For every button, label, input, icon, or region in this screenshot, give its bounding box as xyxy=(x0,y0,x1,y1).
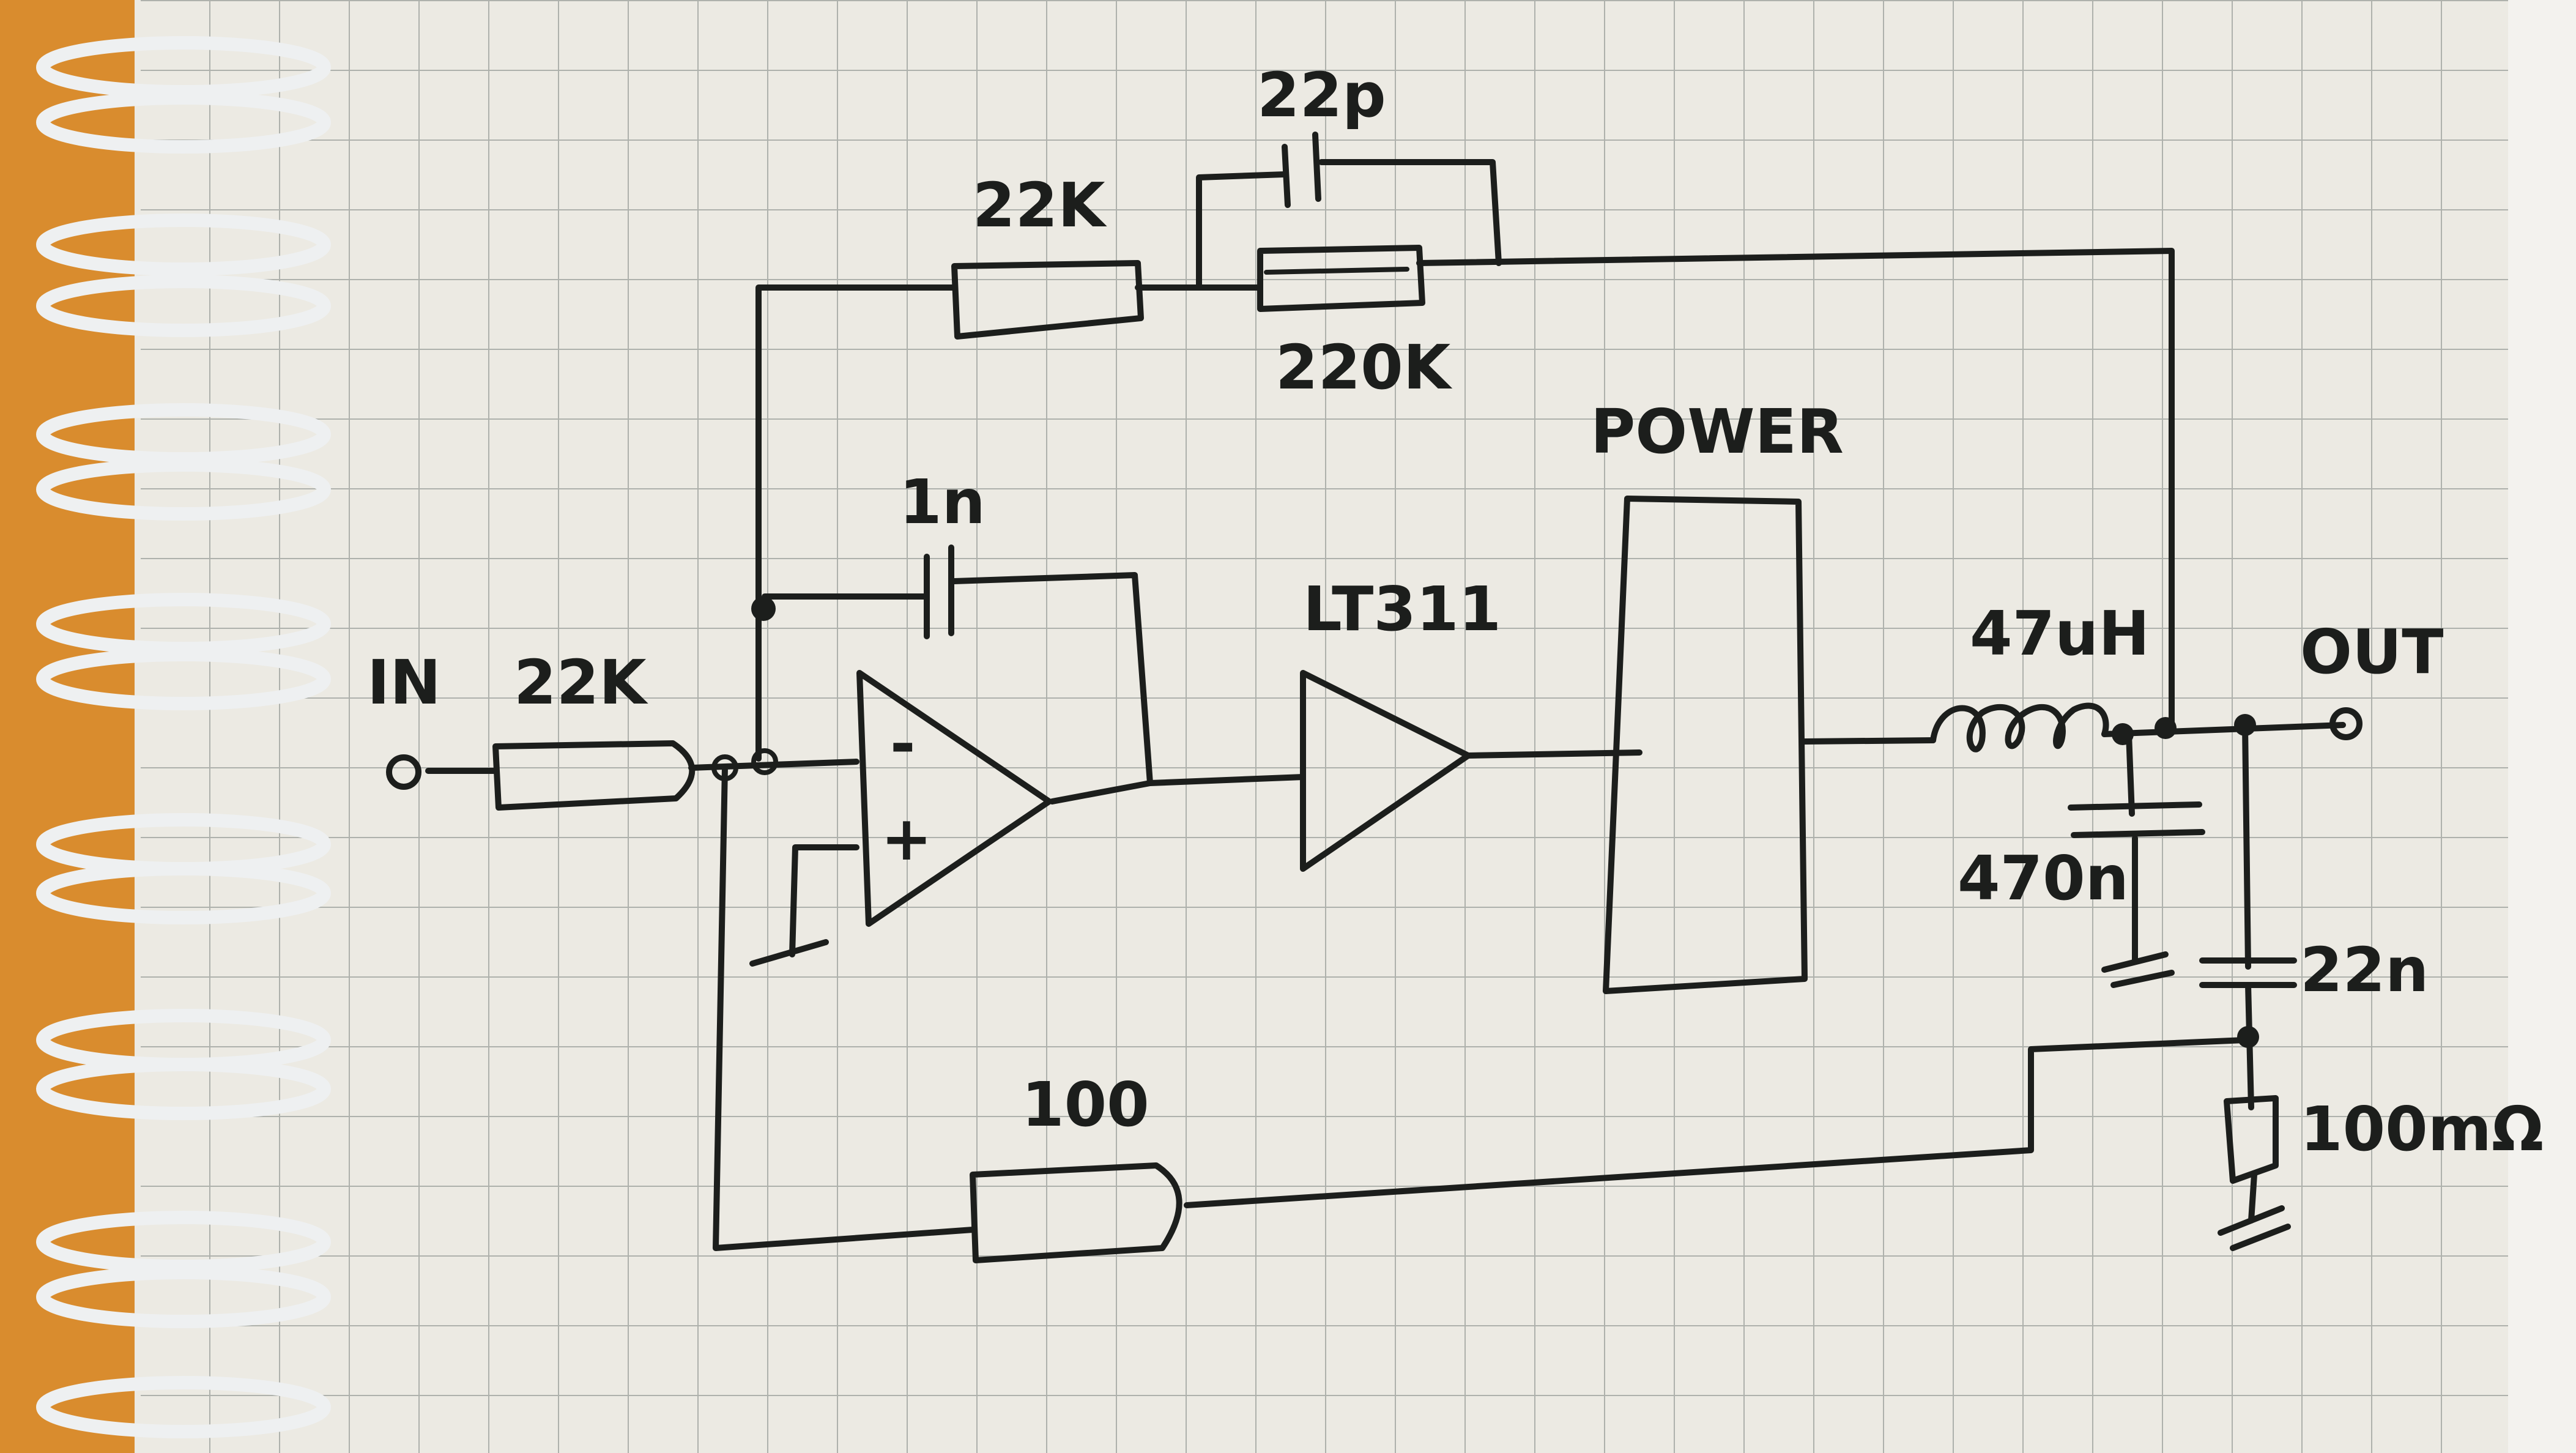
opamp-plus-sign: + xyxy=(881,803,932,874)
label-47uh: 47uH xyxy=(1970,598,2150,669)
label-220k: 220K xyxy=(1275,332,1453,403)
wire-1n-right xyxy=(951,572,1153,786)
wire-470n xyxy=(2126,731,2138,964)
label-22p: 22p xyxy=(1257,59,1386,131)
opamp-triangle xyxy=(856,670,1052,927)
towel-background xyxy=(2508,0,2576,1453)
capacitor-470n xyxy=(2068,801,2205,838)
wire-bottom-right xyxy=(1184,1037,2248,1208)
label-lt311: LT311 xyxy=(1303,573,1501,645)
resistor-100m xyxy=(2224,1095,2279,1184)
wire-power-out xyxy=(1802,737,1936,745)
desk-background xyxy=(0,0,159,1453)
resistor-100 xyxy=(970,1162,1182,1263)
comparator-triangle xyxy=(1300,670,1471,872)
label-out: OUT xyxy=(2300,616,2443,688)
wire-22p-right xyxy=(1318,159,1502,266)
wire-bottom-left xyxy=(713,765,976,1251)
resistor-220k-inner xyxy=(1264,267,1409,275)
label-100m: 100mΩ xyxy=(2300,1093,2544,1165)
spiral-binding xyxy=(36,36,331,1438)
junction-node xyxy=(2234,714,2256,736)
resistor-22k-input xyxy=(492,740,696,811)
junction-node xyxy=(751,596,776,621)
capacitor-1n xyxy=(924,544,954,639)
junction-node xyxy=(2112,723,2134,745)
label-power: POWER xyxy=(1591,396,1844,467)
resistor-220k xyxy=(1257,245,1425,312)
ground-symbol-470n xyxy=(2101,951,2175,988)
capacitor-22n xyxy=(2199,957,2297,988)
label-100: 100 xyxy=(1022,1069,1149,1140)
label-470n: 470n xyxy=(1958,842,2129,914)
label-in: IN xyxy=(367,647,441,718)
resistor-22k-top xyxy=(951,260,1144,340)
label-22k-input: 22K xyxy=(514,647,648,718)
junction-node xyxy=(2237,1026,2259,1048)
wire-comp-out xyxy=(1465,749,1642,759)
page-grid xyxy=(141,0,2508,1453)
power-block xyxy=(1603,496,1808,994)
ground-symbol-opamp xyxy=(749,939,829,967)
inductor-47uh xyxy=(1930,702,2109,753)
input-terminal xyxy=(386,754,421,790)
wire-plus-ground xyxy=(789,844,859,957)
junction-node xyxy=(711,754,738,781)
junction-node xyxy=(751,748,778,775)
label-22k-top: 22K xyxy=(973,169,1107,241)
label-1n: 1n xyxy=(899,466,985,538)
wire-output xyxy=(2101,722,2346,737)
wire-opamp-out xyxy=(1049,774,1306,805)
wire-22p-left xyxy=(1196,171,1288,291)
wire-top-long xyxy=(1416,248,2175,728)
opamp-minus-sign: - xyxy=(890,708,916,779)
capacitor-22p xyxy=(1282,132,1321,208)
label-22n: 22n xyxy=(2300,934,2429,1006)
output-terminal xyxy=(2329,707,2363,740)
junction-node xyxy=(2155,717,2177,739)
wire-zobel-ground xyxy=(2248,1172,2257,1224)
